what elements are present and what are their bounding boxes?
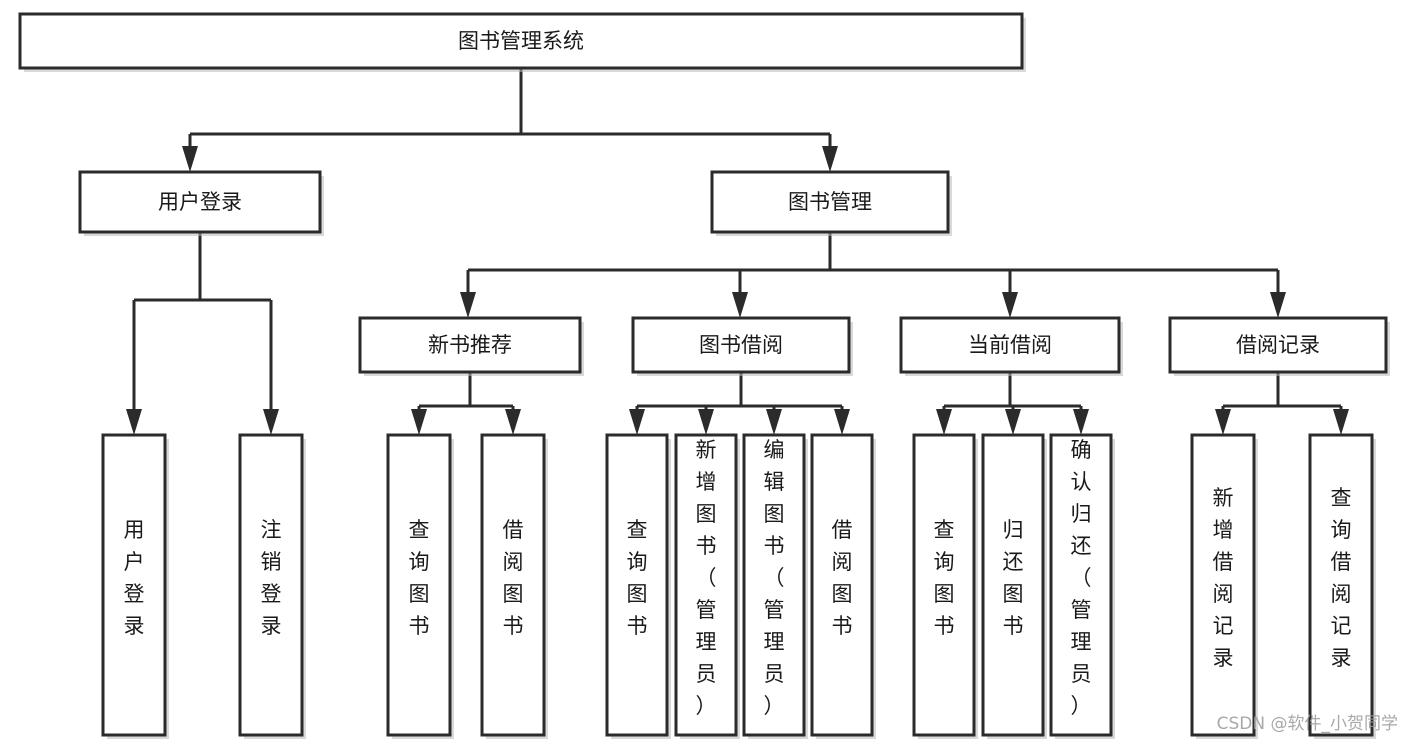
box-outline[interactable] [1049,433,1113,737]
node-label: 新书推荐 [428,333,512,357]
box-outline[interactable] [810,433,874,737]
node-label: 图书管理系统 [458,29,584,53]
leaf-query-borrow-record[interactable]: 查询借阅记录 [1308,433,1376,739]
leaf-edit-book[interactable]: 编辑图书（管理员） [742,433,808,739]
node-borrow-record[interactable]: 借阅记录 [1168,316,1390,376]
node-label: 借阅图书 [503,518,524,638]
node-label: 图书借阅 [699,333,783,357]
box-layer: 图书管理系统用户登录图书管理新书推荐图书借阅当前借阅借阅记录用户登录注销登录查询… [18,12,1390,739]
node-label: 用户登录 [158,190,242,214]
arrow-head-1 [822,146,838,172]
edges-user-login-children [126,232,279,435]
node-label: 查询图书 [409,518,430,638]
box-outline[interactable] [631,316,851,374]
node-user-login[interactable]: 用户登录 [78,170,324,236]
node-label: 编辑图书（管理员） [764,438,785,718]
arrow-head-1 [732,292,748,318]
leaf-add-borrow-record[interactable]: 新增借阅记录 [1190,433,1258,739]
arrow-head-0 [936,409,952,435]
node-book-manage[interactable]: 图书管理 [710,170,952,236]
node-label: 归还图书 [1003,518,1024,638]
edges-current-borrow-children [936,372,1089,435]
arrow-head-2 [766,409,782,435]
box-outline[interactable] [710,170,950,234]
node-label: 新增借阅记录 [1213,486,1234,670]
box-outline[interactable] [358,316,582,374]
arrow-head-1 [698,409,714,435]
node-label: 借阅图书 [832,518,853,638]
box-outline[interactable] [238,433,304,737]
arrow-head-1 [1333,409,1349,435]
arrow-head-1 [263,409,279,435]
box-outline[interactable] [1190,433,1256,737]
leaf-confirm-return[interactable]: 确认归还（管理员） [1049,433,1115,739]
edge-layer [126,68,1349,435]
leaf-query-book-new[interactable]: 查询图书 [386,433,454,739]
box-outline[interactable] [386,433,452,737]
leaf-user-login[interactable]: 用户登录 [101,433,169,739]
leaf-borrow-book-new[interactable]: 借阅图书 [480,433,548,739]
node-label: 用户登录 [124,518,145,638]
arrow-head-2 [1073,409,1089,435]
leaf-logout[interactable]: 注销登录 [238,433,306,739]
box-outline[interactable] [674,433,738,737]
leaf-add-book[interactable]: 新增图书（管理员） [674,433,740,739]
node-current-borrow[interactable]: 当前借阅 [899,316,1123,376]
arrow-head-2 [1002,292,1018,318]
box-outline[interactable] [912,433,976,737]
leaf-borrow-book-borrow[interactable]: 借阅图书 [810,433,876,739]
box-outline[interactable] [1168,316,1388,374]
node-label: 图书管理 [788,190,872,214]
box-outline[interactable] [742,433,806,737]
arrow-head-0 [460,292,476,318]
arrow-head-3 [1270,292,1286,318]
node-new-book-recommend[interactable]: 新书推荐 [358,316,584,376]
box-outline[interactable] [1308,433,1374,737]
node-label: 查询借阅记录 [1331,486,1352,670]
leaf-query-book-borrow[interactable]: 查询图书 [605,433,671,739]
edges-borrow-record-children [1215,372,1349,435]
arrow-head-0 [629,409,645,435]
box-outline[interactable] [101,433,167,737]
node-label: 查询图书 [934,518,955,638]
box-outline[interactable] [18,12,1024,70]
csdn-watermark: CSDN @软件_小贺同学 [1217,714,1398,734]
box-outline[interactable] [899,316,1121,374]
node-book-borrow[interactable]: 图书借阅 [631,316,853,376]
leaf-query-book-current[interactable]: 查询图书 [912,433,978,739]
arrow-head-3 [834,409,850,435]
arrow-head-0 [182,146,198,172]
arrow-head-1 [505,409,521,435]
box-outline[interactable] [480,433,546,737]
arrow-head-0 [411,409,427,435]
edges-root-to-level2 [182,68,838,172]
node-root[interactable]: 图书管理系统 [18,12,1026,72]
edges-new-book-children [411,372,521,435]
node-label: 借阅记录 [1236,333,1320,357]
node-label: 查询图书 [627,518,648,638]
edges-book-borrow-children [629,372,850,435]
arrow-head-0 [1215,409,1231,435]
leaf-return-book[interactable]: 归还图书 [981,433,1047,739]
box-outline[interactable] [981,433,1045,737]
arrow-head-0 [126,409,142,435]
node-label: 注销登录 [261,518,282,638]
arrow-head-1 [1005,409,1021,435]
node-label: 当前借阅 [968,333,1052,357]
node-label: 确认归还（管理员） [1071,438,1092,718]
node-label: 新增图书（管理员） [696,438,717,718]
edges-book-manage-children [460,232,1286,318]
box-outline[interactable] [605,433,669,737]
box-outline[interactable] [78,170,322,234]
